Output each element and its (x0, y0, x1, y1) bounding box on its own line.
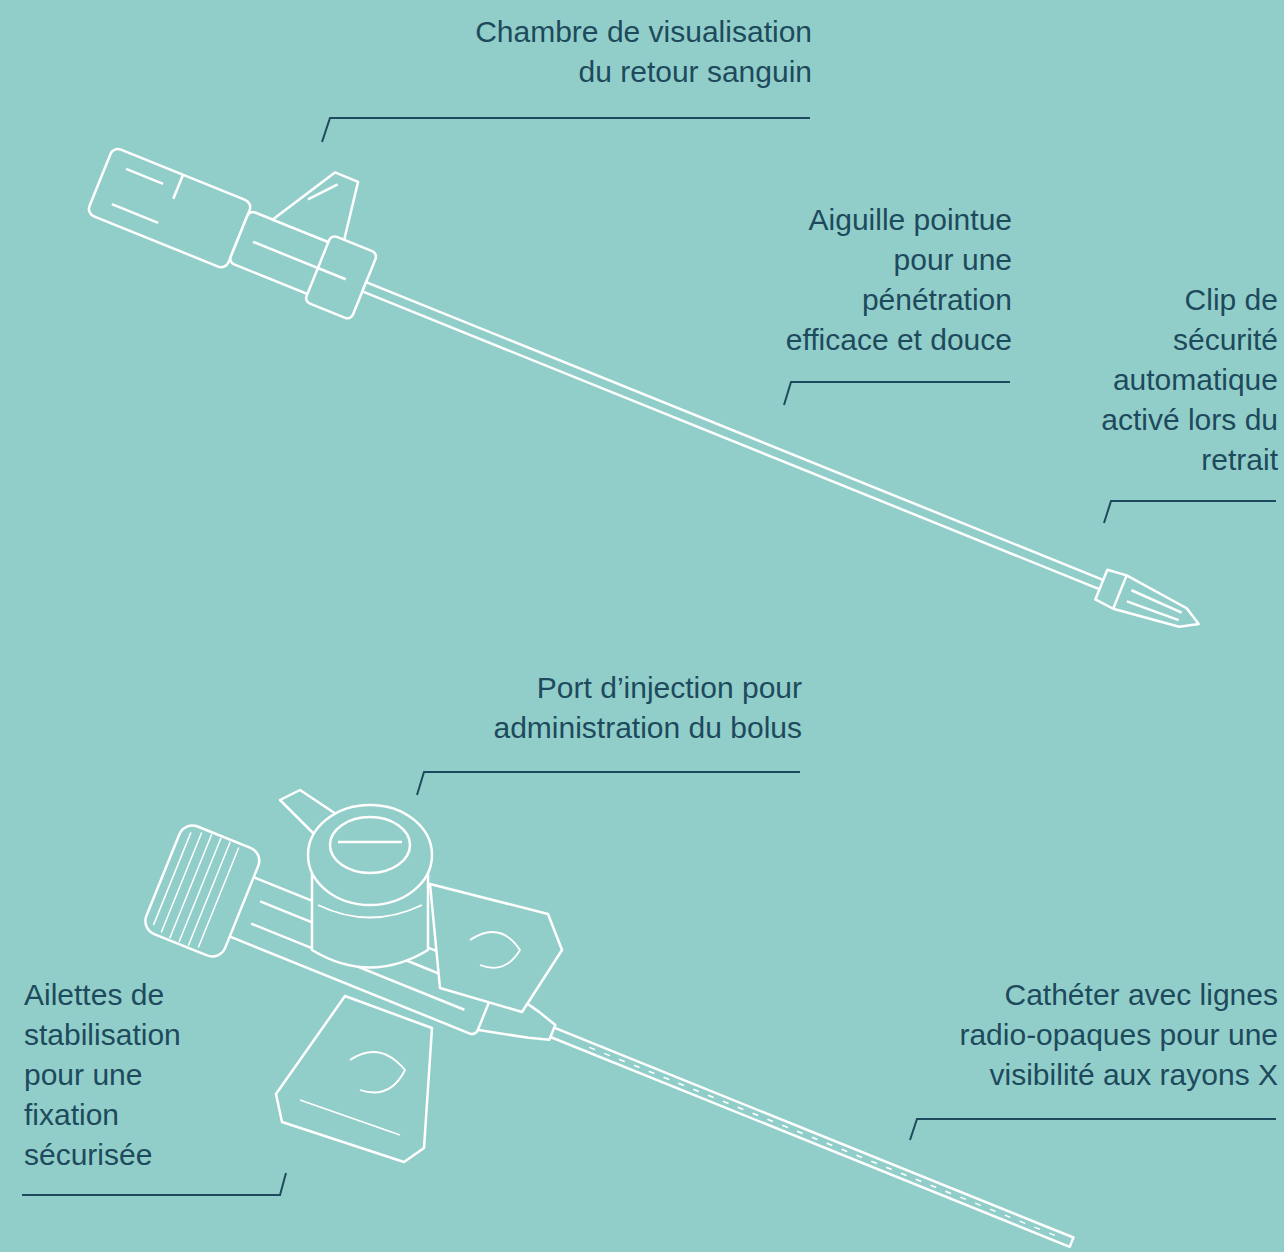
leader-line (1104, 501, 1276, 523)
lower-wing (276, 996, 432, 1162)
clip-detail (1131, 590, 1183, 612)
injection-port-top (330, 817, 410, 873)
callout-label: Port d’injection pour administration du … (487, 668, 802, 748)
luer-cap (141, 821, 263, 960)
cannula-body (141, 821, 1093, 1252)
chamber-detail (308, 176, 338, 207)
port-knurling (318, 905, 422, 918)
port-detail (338, 841, 402, 844)
hub-detail (253, 242, 346, 279)
leader-line (322, 118, 810, 142)
flashback-chamber (273, 157, 368, 247)
cap-knurling (151, 827, 239, 950)
upper-wing (430, 884, 562, 1012)
callout-label: Clip de sécurité automatique activé lors… (1093, 280, 1278, 480)
hub-detail (126, 169, 163, 184)
wing-detail (300, 1100, 400, 1135)
callout-label: Cathéter avec lignes radio-opaques pour … (953, 975, 1278, 1095)
cannula (141, 790, 1093, 1252)
wing-logo (470, 932, 520, 968)
leader-line (784, 382, 1010, 405)
leader-line (417, 772, 800, 795)
safety-clip (1095, 568, 1206, 641)
leader-line (910, 1119, 1276, 1140)
callout-label: Chambre de visualisation du retour sangu… (462, 12, 812, 92)
callout-label: Aiguille pointue pour une pénétration ef… (777, 200, 1012, 360)
clip-detail (1127, 600, 1179, 622)
injection-port-cap (308, 805, 432, 905)
needle-assembly (87, 92, 1235, 657)
leader-line (22, 1173, 286, 1195)
clip-detail (1113, 575, 1126, 608)
hub-detail (112, 204, 158, 223)
wing-logo (350, 1052, 405, 1093)
catheter-tube (532, 1020, 1074, 1247)
hub-detail (173, 175, 183, 199)
needle-hub-cap (87, 147, 253, 270)
callout-label: Ailettes de stabilisation pour une fixat… (24, 975, 229, 1175)
